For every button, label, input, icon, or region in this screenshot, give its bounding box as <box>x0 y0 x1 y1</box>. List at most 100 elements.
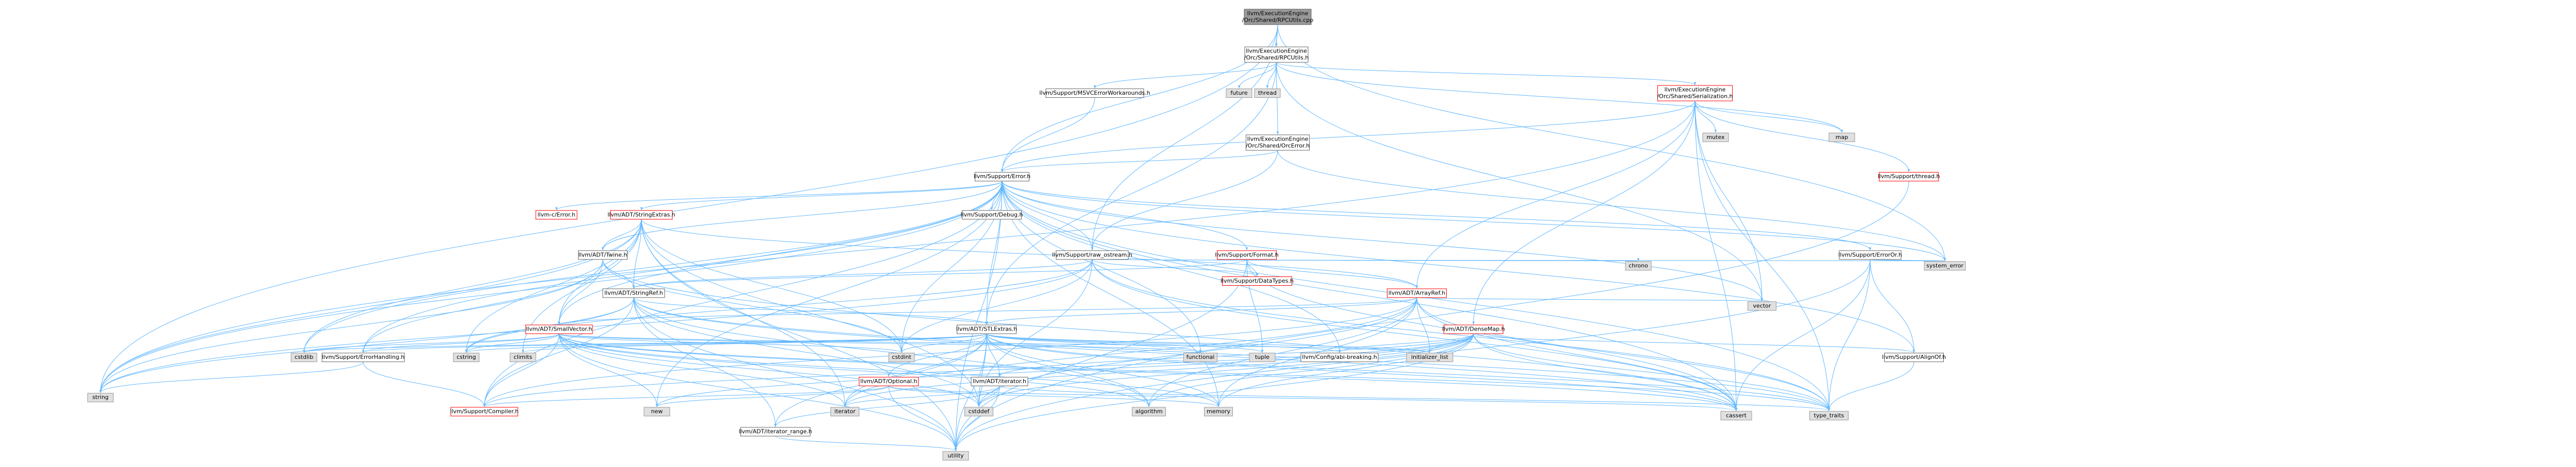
node-serialization[interactable]: llvm/ExecutionEngine/Orc/Shared/Serializ… <box>1657 85 1733 101</box>
node-box <box>971 377 1028 386</box>
node-label: system_error <box>1926 262 1963 269</box>
node-stringref[interactable]: llvm/ADT/StringRef.h <box>602 288 665 298</box>
edge-sup_error-to-system_error <box>1002 181 1946 261</box>
edge-sup_error-to-compiler <box>483 181 1003 407</box>
node-raw_ostream[interactable]: llvm/Support/raw_ostream.h <box>1052 250 1132 260</box>
edge-raw_ostream-to-cstring <box>465 259 1093 353</box>
edge-rpcutils_h-to-map <box>1276 62 1843 133</box>
edge-adt_iterator-to-iterator_range <box>774 386 1000 427</box>
edge-optional-to-new <box>655 386 889 407</box>
edge-twine-to-errorhandling <box>362 259 603 353</box>
node-mutex: mutex <box>1702 132 1729 142</box>
edge-sup_error-to-erroror <box>1002 181 1872 250</box>
node-label: /Orc/Shared/Serialization.h <box>1657 93 1733 99</box>
edge-stlextras-to-cassert <box>986 334 1738 411</box>
node-optional[interactable]: llvm/ADT/Optional.h <box>859 377 919 386</box>
node-label: vector <box>1753 302 1771 309</box>
node-new: new <box>643 407 670 417</box>
node-alignof[interactable]: llvm/Support/AlignOf.h <box>1882 353 1946 362</box>
node-label: climits <box>514 354 532 360</box>
node-box <box>1879 172 1939 182</box>
node-map: map <box>1828 132 1855 142</box>
node-box <box>1045 88 1144 98</box>
edge-errorhandling-to-compiler <box>363 361 486 407</box>
edge-stlextras-to-cstring <box>465 333 987 353</box>
node-box <box>1924 261 1966 271</box>
node-root[interactable]: llvm/ExecutionEngine/Orc/Shared/RPCUtils… <box>1242 9 1314 25</box>
node-label: llvm/ExecutionEngine <box>1247 10 1309 16</box>
edge-raw_ostream-to-cstdint <box>900 259 1093 353</box>
edge-orcerror-to-system_error <box>1277 150 1946 261</box>
node-stlextras[interactable]: llvm/ADT/STLExtras.h <box>956 324 1018 334</box>
edge-sup_error-to-twine <box>601 181 1003 250</box>
edge-raw_ostream-to-datatypes <box>1092 259 1259 276</box>
node-compiler[interactable]: llvm/Support/Compiler.h <box>450 407 519 417</box>
edge-raw_ostream-to-cassert <box>1092 259 1738 411</box>
edge-densemap-to-new <box>655 334 1474 407</box>
edge-optional-to-utility <box>888 386 957 451</box>
node-errorhandling[interactable]: llvm/Support/ErrorHandling.h <box>321 353 405 362</box>
node-format[interactable]: llvm/Support/Format.h <box>1215 250 1279 260</box>
edge-rpcutils_h-to-future <box>1238 62 1277 89</box>
node-label: memory <box>1207 408 1230 415</box>
node-box <box>453 353 480 362</box>
node-adt_iterator[interactable]: llvm/ADT/iterator.h <box>971 377 1028 386</box>
node-box <box>1183 353 1217 362</box>
node-label: llvm/Support/raw_ostream.h <box>1052 251 1132 258</box>
edge-densemap-to-cassert <box>1473 334 1738 411</box>
node-label: llvm-c/Error.h <box>537 211 575 218</box>
edge-stringextras-to-string <box>99 219 642 393</box>
edge-arrayref-to-stlextras <box>985 297 1417 325</box>
node-label: llvm/ADT/StringRef.h <box>604 289 663 296</box>
node-arrayref[interactable]: llvm/ADT/ArrayRef.h <box>1387 288 1447 298</box>
node-sup_error[interactable]: llvm/Support/Error.h <box>974 172 1031 182</box>
edge-stringref-to-compiler <box>483 297 634 407</box>
node-label: llvm/Support/MSVCErrorWorkarounds.h <box>1039 90 1150 96</box>
edge-twine-to-smallvector <box>557 259 603 325</box>
node-label: algorithm <box>1135 408 1162 415</box>
node-msvc[interactable]: llvm/Support/MSVCErrorWorkarounds.h <box>1039 88 1150 98</box>
node-twine[interactable]: llvm/ADT/Twine.h <box>578 250 628 260</box>
node-rpcutils_h[interactable]: llvm/ExecutionEngine/Orc/Shared/RPCUtils… <box>1244 46 1309 63</box>
edge-sup_error-to-vector <box>1002 181 1764 301</box>
node-label: cstdint <box>892 354 911 360</box>
node-smallvector[interactable]: llvm/ADT/SmallVector.h <box>525 324 593 334</box>
edge-serialization-to-mutex <box>1694 100 1717 133</box>
node-future: future <box>1226 88 1252 98</box>
file-nodes: llvm/ExecutionEngine/Orc/Shared/RPCUtils… <box>87 9 1966 461</box>
node-sup_debug[interactable]: llvm/Support/Debug.h <box>961 210 1023 220</box>
node-label: cassert <box>1726 412 1747 419</box>
node-box <box>1244 46 1309 63</box>
node-densemap[interactable]: llvm/ADT/DenseMap.h <box>1442 324 1505 334</box>
node-box <box>1748 301 1776 311</box>
node-label: llvm/ADT/StringExtras.h <box>607 211 675 218</box>
edge-adt_iterator-to-cstddef <box>977 386 1000 407</box>
node-box <box>859 377 919 386</box>
edge-sup_error-to-utility <box>954 181 1003 451</box>
node-label: chrono <box>1629 262 1648 269</box>
edge-adt_iterator-to-type_traits <box>999 386 1831 411</box>
node-box <box>1809 411 1849 421</box>
edge-stlextras-to-cstdint <box>900 333 987 353</box>
node-label: utility <box>947 452 964 459</box>
node-iterator_range[interactable]: llvm/ADT/iterator_range.h <box>739 427 812 437</box>
node-thread: thread <box>1254 88 1281 98</box>
node-orcerror[interactable]: llvm/ExecutionEngine/Orc/Shared/OrcError… <box>1246 134 1310 151</box>
node-box <box>535 210 578 220</box>
node-configbreaking[interactable]: llvm/Config/abi-breaking.h <box>1300 353 1379 362</box>
edge-serialization-to-sup_error <box>1001 100 1696 172</box>
node-stringextras[interactable]: llvm/ADT/StringExtras.h <box>607 210 675 220</box>
edge-sup_error-to-cassert <box>1002 181 1738 411</box>
node-datatypes[interactable]: llvm/Support/DataTypes.h <box>1221 276 1294 286</box>
edge-erroror-to-alignof <box>1870 259 1916 353</box>
edge-twine-to-cstdint <box>602 259 903 353</box>
node-c_error[interactable]: llvm-c/Error.h <box>535 210 578 220</box>
node-label: iterator <box>835 408 856 415</box>
edge-orcerror-to-raw_ostream <box>1091 150 1278 250</box>
node-label: llvm/Support/AlignOf.h <box>1882 354 1946 360</box>
node-erroror[interactable]: llvm/Support/ErrorOr.h <box>1838 250 1902 260</box>
node-sup_thread[interactable]: llvm/Support/thread.h <box>1878 172 1940 182</box>
edge-densemap-to-memory <box>1217 334 1474 407</box>
node-label: llvm/ADT/STLExtras.h <box>956 326 1018 333</box>
node-label: llvm/Support/Debug.h <box>961 211 1023 218</box>
